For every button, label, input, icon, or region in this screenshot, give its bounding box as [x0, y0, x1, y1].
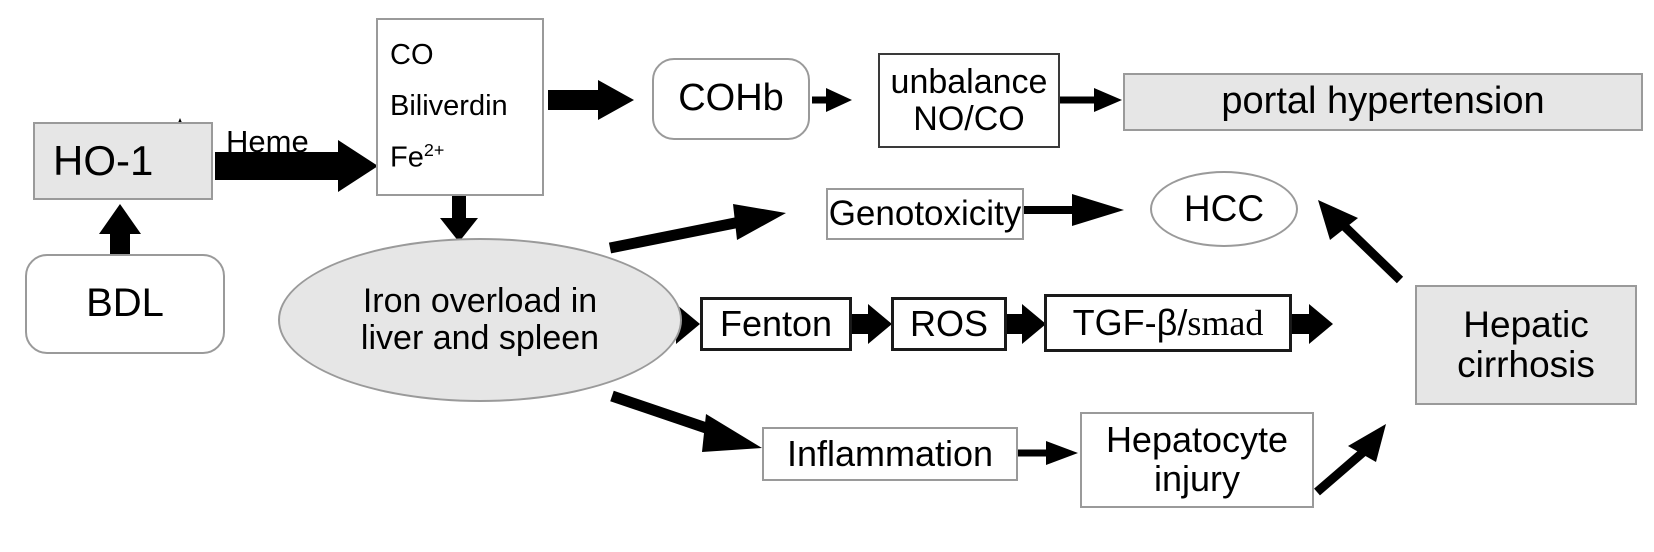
node-genotoxicity-label: Genotoxicity: [828, 194, 1022, 234]
node-hepatocyte-line1: Hepatocyte: [1105, 419, 1289, 461]
node-inflammation[interactable]: Inflammation: [762, 427, 1018, 481]
node-portal-hypertension[interactable]: portal hypertension: [1123, 73, 1643, 131]
arrow-fenton-to-ros: [851, 304, 892, 344]
arrow-tgfb-to-cirrhosis: [1292, 304, 1333, 344]
arrow-products-to-cohb: [548, 80, 634, 120]
arrow-iron-to-inflammation: [610, 390, 762, 452]
node-hcc-label: HCC: [1183, 188, 1265, 230]
node-products-fe: Fe2+: [390, 140, 445, 175]
node-cirrhosis-line2: cirrhosis: [1457, 344, 1595, 385]
node-iron-line2: liver and spleen: [360, 319, 600, 357]
node-ros[interactable]: ROS: [891, 297, 1007, 351]
node-hepatic-cirrhosis[interactable]: Hepatic cirrhosis: [1415, 285, 1637, 405]
node-iron-line1: Iron overload in: [362, 282, 598, 321]
node-hcc[interactable]: HCC: [1150, 171, 1298, 247]
node-ros-label: ROS: [909, 302, 988, 344]
node-fenton-label: Fenton: [719, 302, 833, 344]
arrow-bdl-to-ho1: [99, 204, 141, 256]
edge-label-heme: Heme: [226, 124, 309, 159]
node-heme-products[interactable]: CO Biliverdin Fe2+: [376, 18, 544, 196]
node-ho1-label: HO-1: [53, 137, 154, 185]
node-bdl-label: BDL: [86, 281, 164, 326]
arrow-inflammation-to-hepatocyte: [1018, 441, 1078, 465]
node-products-biliverdin: Biliverdin: [390, 89, 508, 122]
arrow-unbalance-to-portal: [1060, 88, 1122, 112]
node-iron-overload[interactable]: Iron overload in liver and spleen: [278, 238, 682, 402]
node-cohb-label: COHb: [678, 77, 784, 120]
node-inflammation-label: Inflammation: [786, 432, 994, 474]
node-cohb[interactable]: COHb: [652, 58, 810, 140]
node-unbalance-no-co[interactable]: unbalance NO/CO: [878, 53, 1060, 148]
arrow-hepatocyte-to-cirrhosis: [1314, 424, 1386, 496]
node-genotoxicity[interactable]: Genotoxicity: [826, 188, 1024, 240]
node-products-co: CO: [390, 38, 434, 71]
node-unbalance-line2: NO/CO: [913, 99, 1025, 138]
arrow-products-to-iron: [440, 196, 478, 242]
node-ho1[interactable]: HO-1: [33, 122, 213, 200]
node-hepatocyte-line2: injury: [1153, 458, 1241, 499]
node-tgfb-label: TGF-β/smad: [1072, 301, 1264, 343]
arrow-iron-to-genotoxicity: [608, 204, 786, 254]
node-portal-label: portal hypertension: [1221, 80, 1545, 123]
arrow-cirrhosis-to-hcc: [1318, 200, 1404, 284]
node-fenton[interactable]: Fenton: [700, 297, 852, 351]
node-cirrhosis-line1: Hepatic: [1463, 304, 1589, 346]
arrow-genotoxicity-to-hcc: [1022, 194, 1124, 226]
arrow-ros-to-tgfb: [1005, 304, 1046, 344]
node-bdl[interactable]: BDL: [25, 254, 225, 354]
node-hepatocyte-injury[interactable]: Hepatocyte injury: [1080, 412, 1314, 508]
node-tgfb-smad[interactable]: TGF-β/smad: [1044, 294, 1292, 352]
node-unbalance-line1: unbalance: [890, 62, 1048, 101]
arrow-cohb-to-unbalance: [812, 88, 852, 112]
